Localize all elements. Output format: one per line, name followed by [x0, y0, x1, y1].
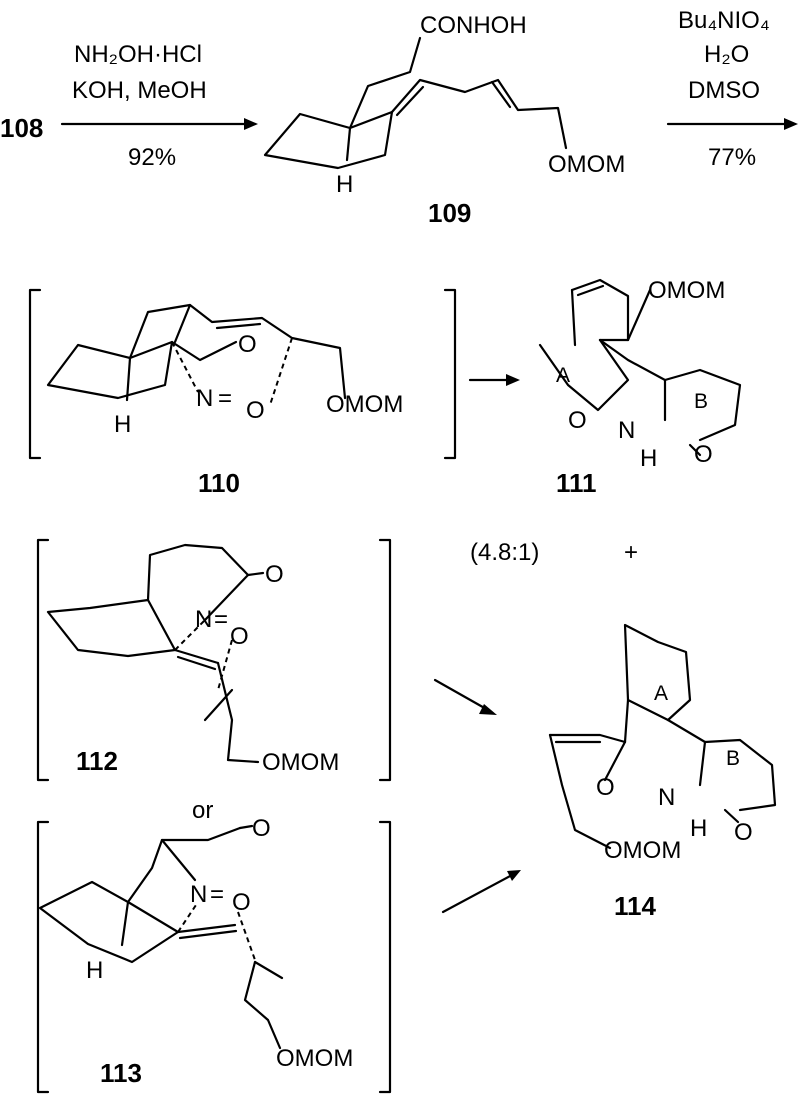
bracket-110: [28, 288, 457, 460]
eq-113: =: [210, 881, 224, 908]
eq-112: =: [214, 606, 228, 633]
arrow-head-2: [784, 118, 798, 130]
step2-reagent-1: Bu₄NIO₄: [678, 7, 770, 34]
compound-113-label: 113: [100, 1058, 142, 1088]
o-111-carbonyl: O: [694, 441, 713, 468]
h-109-label: H: [336, 171, 353, 198]
omom-112-label: OMOM: [262, 749, 339, 776]
arrow-head-1: [244, 118, 258, 130]
compound-109-label: 109: [428, 198, 471, 228]
n-112-label: N: [195, 606, 212, 633]
step1-yield: 92%: [128, 144, 176, 171]
compound-112-structure: O N = O OMOM: [46, 543, 339, 776]
ratio-label: (4.8:1): [470, 539, 539, 566]
compound-110-label: 110: [198, 468, 240, 498]
n-111-label: N: [618, 417, 635, 444]
step2-yield: 77%: [708, 144, 756, 171]
compound-108-label: 108: [0, 113, 43, 143]
arrow-head-5: [507, 870, 521, 881]
compound-114-structure: A B O N H O OMOM: [548, 623, 777, 864]
compound-109-structure: CONHOH OMOM H: [263, 12, 625, 198]
step2-reagent-2: H₂O: [704, 41, 749, 68]
compound-112-label: 112: [76, 746, 118, 776]
h-111-label: H: [640, 445, 657, 472]
step1-reagent-2: KOH, MeOH: [72, 77, 207, 104]
bracket-112: [36, 538, 392, 782]
ring-b-111: B: [694, 390, 708, 413]
o-112-nitroso: O: [230, 623, 249, 650]
ring-a-111: A: [556, 364, 570, 387]
omom-113-label: OMOM: [276, 1045, 353, 1072]
o-111-label: O: [568, 407, 587, 434]
ring-a-114: A: [654, 682, 668, 705]
omom-110-label: OMOM: [326, 391, 403, 418]
arrow-head-4: [479, 704, 497, 715]
o-110-nitroso: O: [246, 397, 265, 424]
omom-111-label: OMOM: [648, 277, 725, 304]
compound-111-label: 111: [556, 468, 597, 498]
compound-114-label: 114: [614, 891, 656, 921]
omom-109-label: OMOM: [548, 151, 625, 178]
o-113-carbonyl: O: [252, 815, 271, 842]
n-110-label: N: [196, 385, 213, 412]
compound-110-structure: O N = O OMOM H: [46, 303, 403, 438]
o-114-carbonyl: O: [734, 819, 753, 846]
o-113-nitroso: O: [232, 889, 251, 916]
o-114-label: O: [596, 774, 615, 801]
n-113-label: N: [190, 881, 207, 908]
bracket-113: [36, 820, 392, 1094]
h-113-label: H: [86, 957, 103, 984]
compound-111-structure: OMOM A B O N H O: [538, 277, 742, 472]
h-110-label: H: [114, 411, 131, 438]
h-114-label: H: [690, 815, 707, 842]
step2-reagent-3: DMSO: [688, 77, 760, 104]
reaction-arrow-4: [433, 678, 490, 712]
step1-reagent-1: NH₂OH·HCl: [74, 41, 202, 68]
o-112-carbonyl: O: [265, 561, 284, 588]
n-114-label: N: [658, 784, 675, 811]
omom-114-label: OMOM: [604, 837, 681, 864]
reaction-arrow-5: [441, 873, 514, 914]
or-label: or: [192, 797, 213, 824]
compound-113-structure: O N = O OMOM H: [38, 815, 353, 1072]
o-110-carbonyl: O: [238, 331, 257, 358]
ring-b-114: B: [726, 747, 740, 770]
eq-110: =: [218, 385, 232, 412]
arrow-head-3: [506, 374, 520, 386]
plus-sign: +: [624, 539, 638, 566]
conhoh-label: CONHOH: [420, 12, 527, 39]
